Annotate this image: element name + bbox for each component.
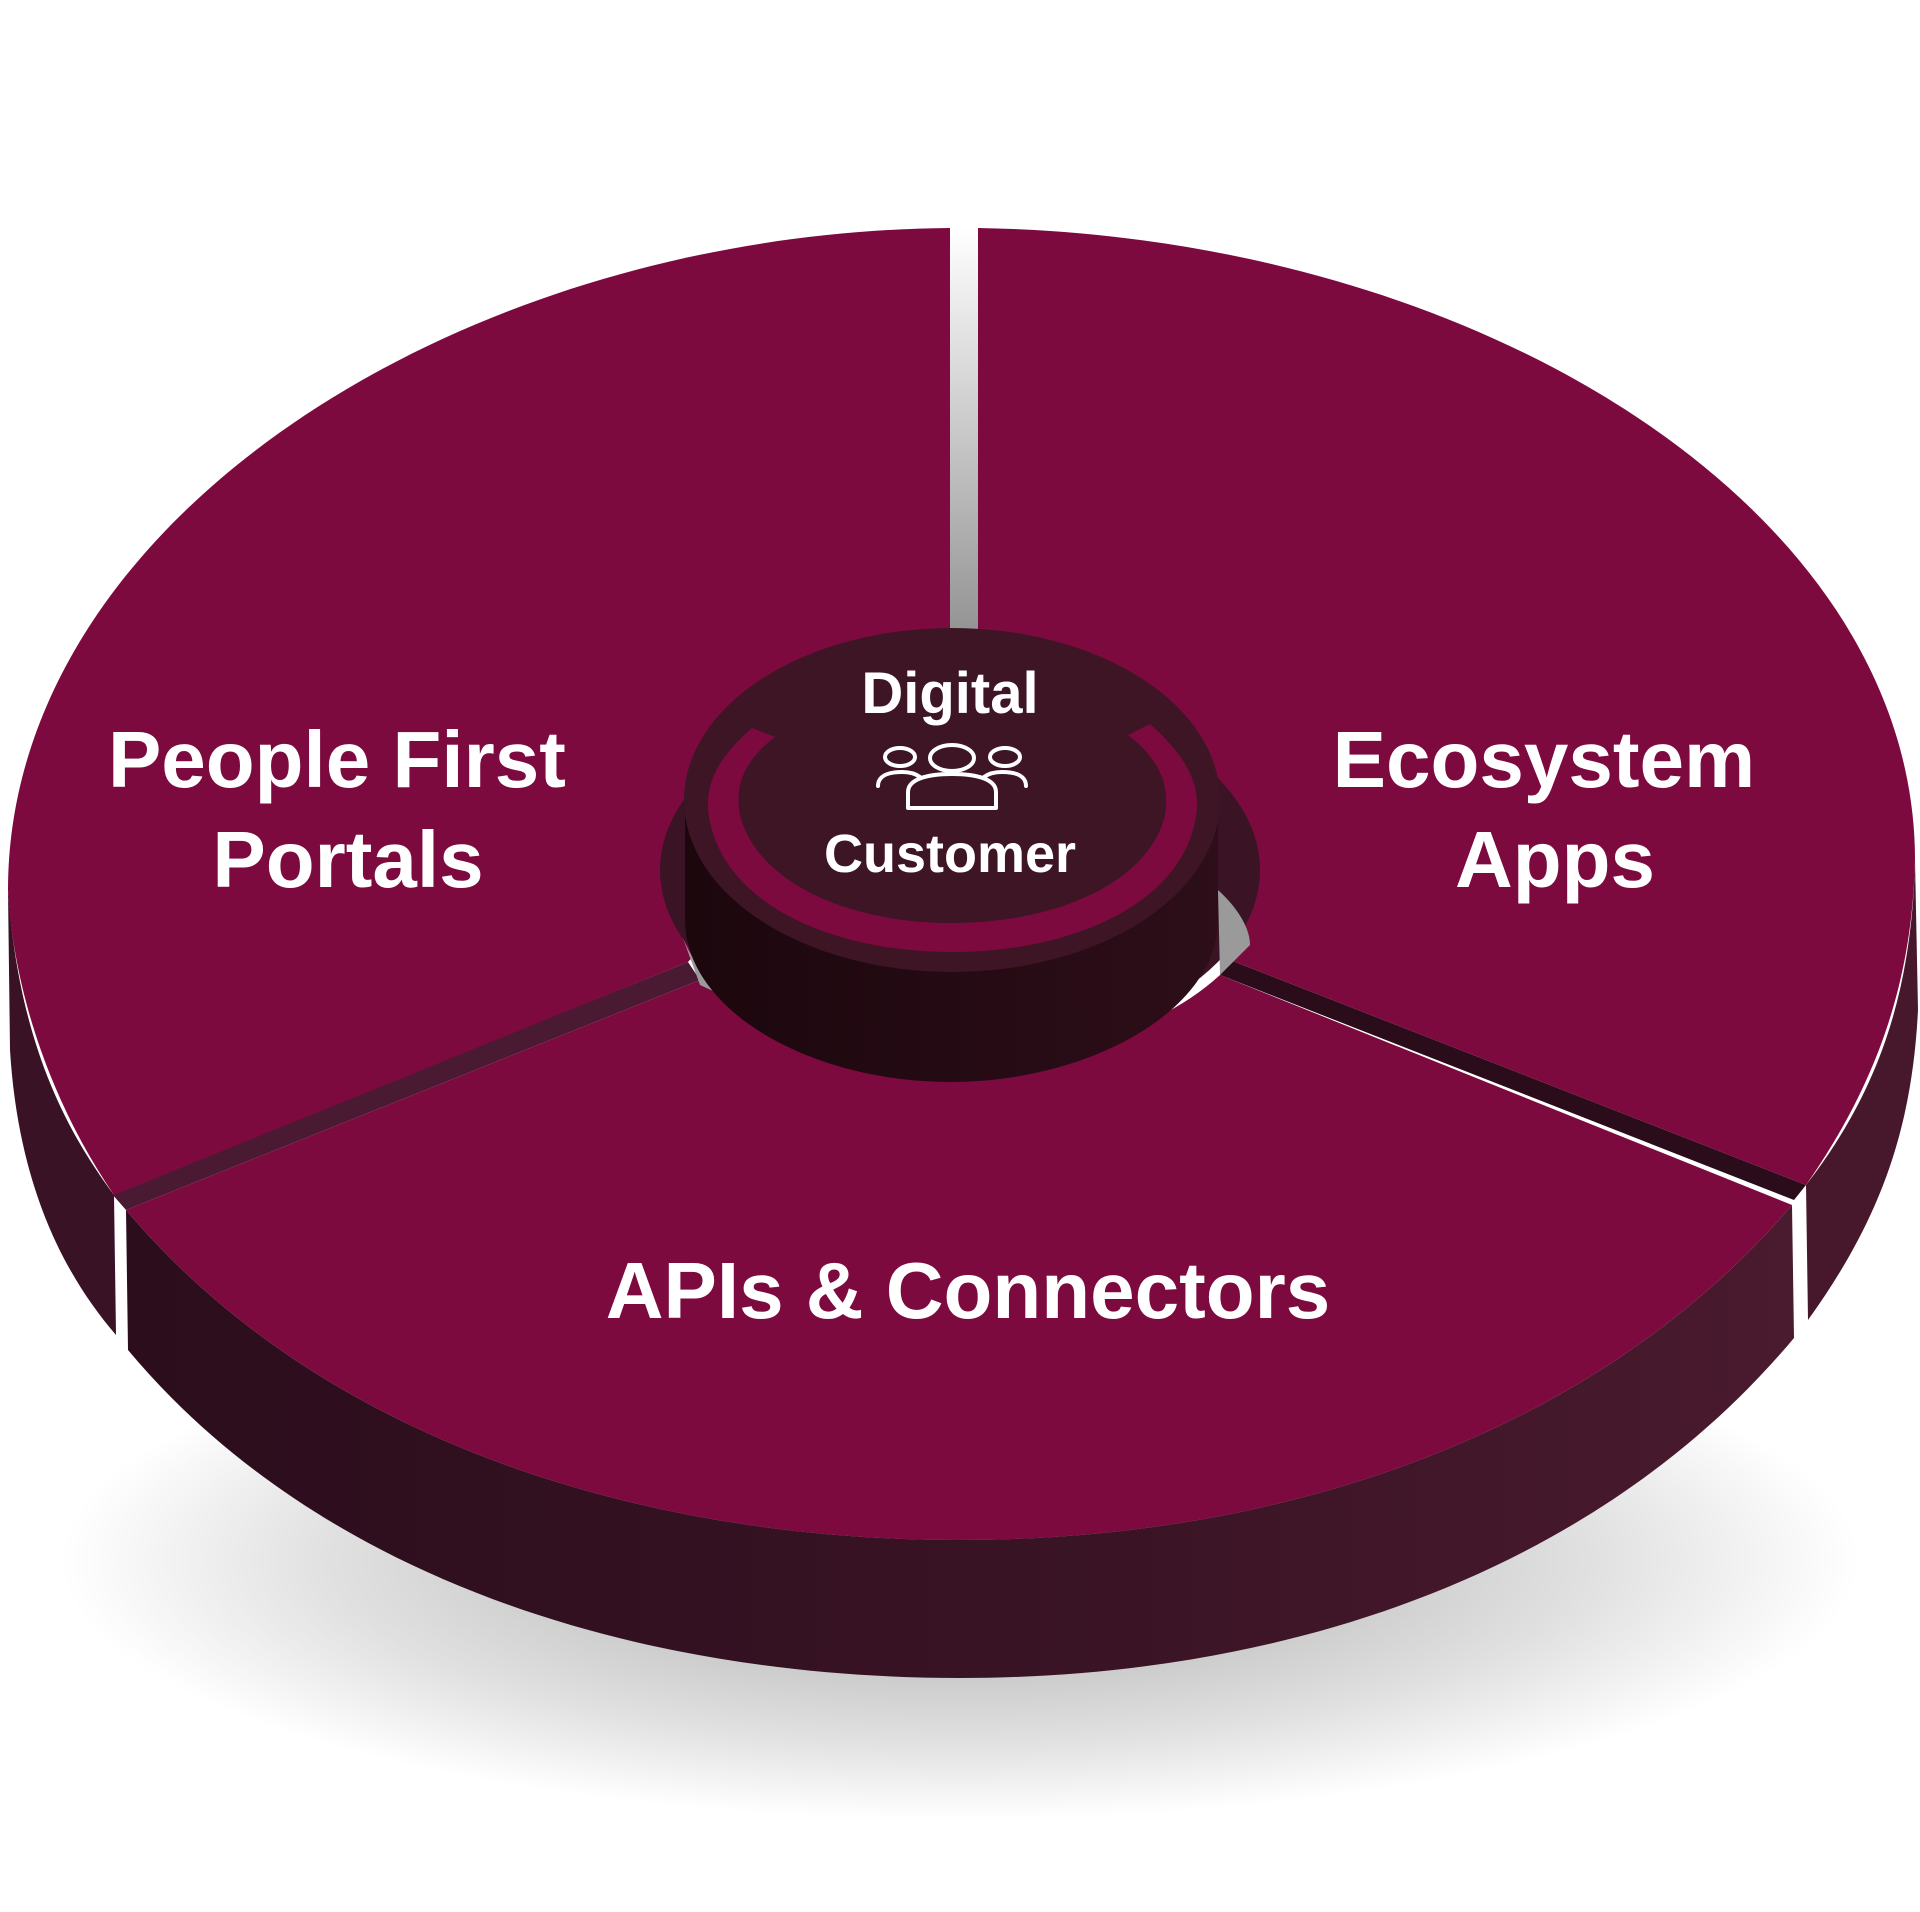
hub-top [684,628,1220,972]
cut-edge-left [112,962,700,1210]
label-line-portals: Portals [212,815,483,904]
segment-label-apis-connectors: APIs & Connectors [606,1246,1331,1335]
segment-tops [8,228,1915,1540]
segment-apis-connectors [126,975,1792,1540]
segment-label-ecosystem-apps: Ecosystem Apps [1333,715,1778,904]
segment-side-walls [8,860,1918,1678]
hub-gap-grey-right [1218,890,1250,975]
label-line-apps: Apps [1455,815,1655,904]
segment-ecosystem-apps [978,228,1915,1185]
label-line-people-first: People First [108,715,566,804]
group-of-people-icon [876,743,1028,810]
label-line-ecosystem: Ecosystem [1333,715,1755,804]
side-wall-apis-connectors [126,1205,1794,1678]
side-wall-people-first-portals [8,890,116,1335]
segment-people-first-portals [8,228,950,1195]
hub-label-customer: Customer [824,824,1076,884]
hub-ring [707,724,1198,952]
cut-edge-right [1220,960,1806,1200]
segment-label-people-first-portals: People First Portals [108,715,588,904]
top-gap [950,228,978,668]
side-wall-ecosystem-apps [1806,860,1918,1320]
hub-label-digital: Digital [861,661,1038,726]
